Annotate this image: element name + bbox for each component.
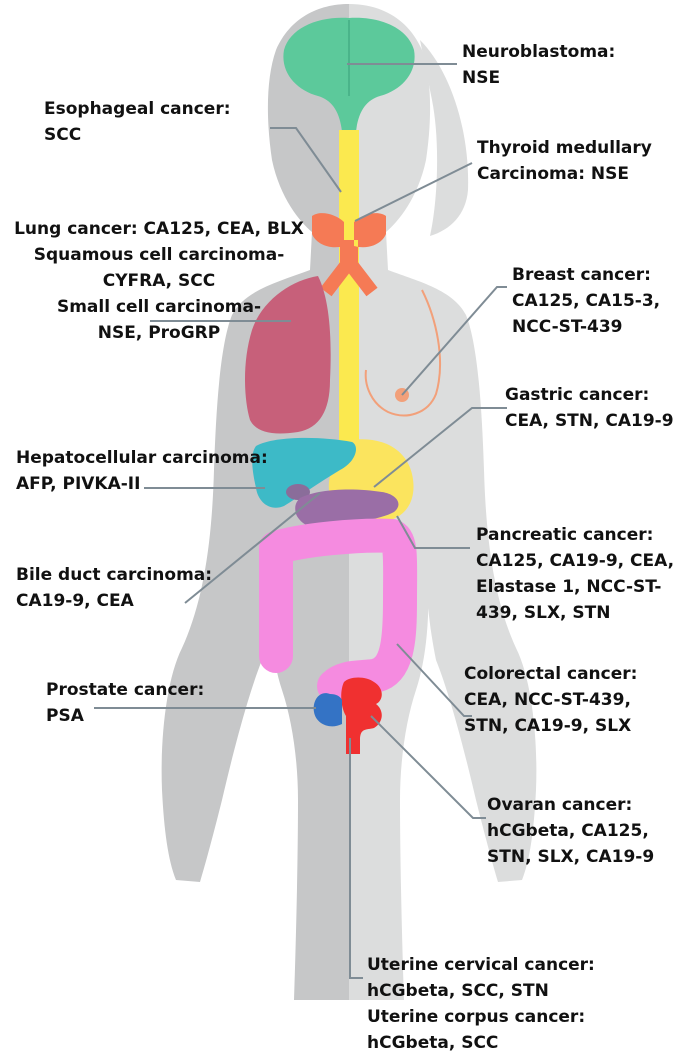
label-colorectal: Colorectal cancer: CEA, NCC-ST-439, STN,… bbox=[464, 661, 637, 739]
label-lung-small-cell: Small cell carcinoma- bbox=[14, 294, 304, 320]
label-gastric-markers: CEA, STN, CA19-9 bbox=[505, 408, 674, 434]
label-breast-title: Breast cancer: bbox=[512, 262, 660, 288]
label-bile-duct: Bile duct carcinoma: CA19-9, CEA bbox=[16, 562, 212, 614]
label-uterine-corpus-markers: hCGbeta, SCC bbox=[367, 1030, 595, 1056]
label-hepatocellular: Hepatocellular carcinoma: AFP, PIVKA-II bbox=[16, 445, 268, 497]
label-prostate-title: Prostate cancer: bbox=[46, 677, 204, 703]
label-pancreatic-markers-2: Elastase 1, NCC-ST- bbox=[476, 574, 674, 600]
label-uterine-corpus-title: Uterine corpus cancer: bbox=[367, 1004, 595, 1030]
label-hepatocellular-markers: AFP, PIVKA-II bbox=[16, 471, 268, 497]
label-thyroid-title: Thyroid medullary bbox=[477, 135, 652, 161]
esophagus bbox=[339, 130, 359, 450]
label-uterine-cervical-markers: hCGbeta, SCC, STN bbox=[367, 978, 595, 1004]
label-neuroblastoma-markers: NSE bbox=[462, 65, 615, 91]
label-thyroid-markers: Carcinoma: NSE bbox=[477, 161, 652, 187]
label-pancreatic-markers-1: CA125, CA19-9, CEA, bbox=[476, 548, 674, 574]
label-prostate-markers: PSA bbox=[46, 703, 204, 729]
label-ovarian-markers-2: STN, SLX, CA19-9 bbox=[487, 844, 654, 870]
label-ovarian-markers-1: hCGbeta, CA125, bbox=[487, 818, 654, 844]
label-breast-markers-2: NCC-ST-439 bbox=[512, 314, 660, 340]
label-gastric: Gastric cancer: CEA, STN, CA19-9 bbox=[505, 382, 674, 434]
label-colorectal-title: Colorectal cancer: bbox=[464, 661, 637, 687]
label-colorectal-markers-2: STN, CA19-9, SLX bbox=[464, 713, 637, 739]
label-ovarian-title: Ovaran cancer: bbox=[487, 792, 654, 818]
label-breast-markers-1: CA125, CA15-3, bbox=[512, 288, 660, 314]
label-uterine-cervical-title: Uterine cervical cancer: bbox=[367, 952, 595, 978]
label-ovarian: Ovaran cancer: hCGbeta, CA125, STN, SLX,… bbox=[487, 792, 654, 870]
label-uterine: Uterine cervical cancer: hCGbeta, SCC, S… bbox=[367, 952, 595, 1056]
label-neuroblastoma: Neuroblastoma: NSE bbox=[462, 39, 615, 91]
label-pancreatic-markers-3: 439, SLX, STN bbox=[476, 600, 674, 626]
label-pancreatic-title: Pancreatic cancer: bbox=[476, 522, 674, 548]
label-gastric-title: Gastric cancer: bbox=[505, 382, 674, 408]
label-pancreatic: Pancreatic cancer: CA125, CA19-9, CEA, E… bbox=[476, 522, 674, 626]
label-prostate: Prostate cancer: PSA bbox=[46, 677, 204, 729]
label-bile-duct-markers: CA19-9, CEA bbox=[16, 588, 212, 614]
label-esophageal-title: Esophageal cancer: bbox=[44, 96, 231, 122]
label-breast: Breast cancer: CA125, CA15-3, NCC-ST-439 bbox=[512, 262, 660, 340]
label-lung-title: Lung cancer: CA125, CEA, BLX bbox=[14, 216, 304, 242]
label-lung-squamous-markers: CYFRA, SCC bbox=[14, 268, 304, 294]
label-hepatocellular-title: Hepatocellular carcinoma: bbox=[16, 445, 268, 471]
label-colorectal-markers-1: CEA, NCC-ST-439, bbox=[464, 687, 637, 713]
label-lung-small-cell-markers: NSE, ProGRP bbox=[14, 320, 304, 346]
label-neuroblastoma-title: Neuroblastoma: bbox=[462, 39, 615, 65]
label-esophageal: Esophageal cancer: SCC bbox=[44, 96, 231, 148]
label-esophageal-markers: SCC bbox=[44, 122, 231, 148]
label-bile-duct-title: Bile duct carcinoma: bbox=[16, 562, 212, 588]
label-thyroid: Thyroid medullary Carcinoma: NSE bbox=[477, 135, 652, 187]
label-lung-squamous: Squamous cell carcinoma- bbox=[14, 242, 304, 268]
label-lung: Lung cancer: CA125, CEA, BLX Squamous ce… bbox=[14, 216, 304, 346]
